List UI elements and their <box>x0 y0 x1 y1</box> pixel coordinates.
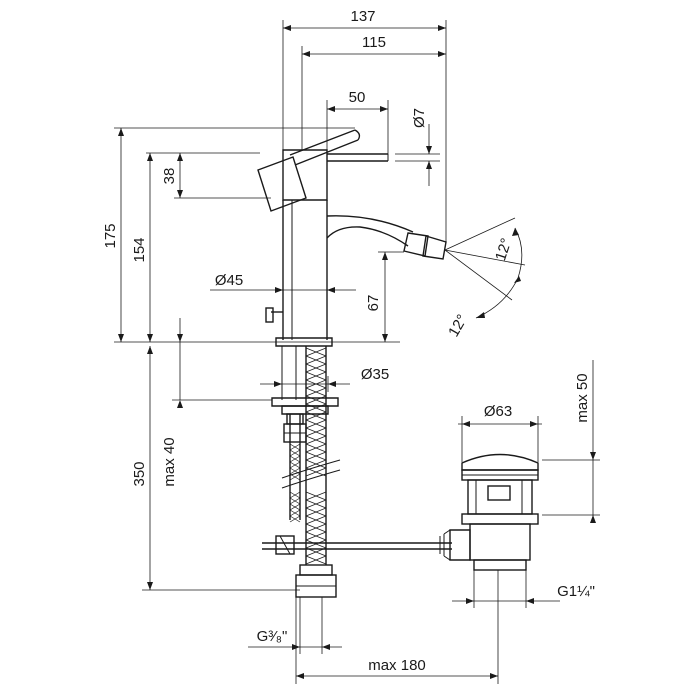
dim-38: 38 <box>161 168 178 185</box>
braid-stroke <box>305 371 327 381</box>
braid-stroke <box>305 443 327 453</box>
lever-cartridge <box>257 129 389 212</box>
braid-stroke <box>305 531 327 541</box>
braid-stroke <box>305 523 327 533</box>
braid-stroke <box>289 509 301 517</box>
angle-upper: 12° <box>492 236 515 263</box>
braid-stroke <box>305 507 327 517</box>
spray-angle <box>444 217 526 319</box>
dim-max-180: max 180 <box>368 657 426 674</box>
dim-max-40: max 40 <box>161 437 178 486</box>
braid-stroke <box>305 451 327 461</box>
angle-lower: 12° <box>445 312 471 340</box>
braid-stroke <box>305 355 327 365</box>
dim-g38: G³⁄₈" <box>257 628 288 645</box>
braid-stroke <box>305 515 327 525</box>
braid-stroke <box>305 555 327 565</box>
dim-137: 137 <box>350 8 375 25</box>
braid-stroke <box>289 455 301 463</box>
braid-stroke <box>305 411 327 421</box>
braid-stroke <box>305 427 327 437</box>
braid-stroke <box>289 515 301 523</box>
braid-stroke <box>289 443 301 451</box>
hose-braid <box>289 347 327 565</box>
braid-stroke <box>305 363 327 373</box>
braid-stroke <box>305 459 327 469</box>
braid-stroke <box>305 419 327 429</box>
braid-stroke <box>305 499 327 509</box>
dim-dia-35: Ø35 <box>361 366 389 383</box>
braid-stroke <box>289 461 301 469</box>
braid-stroke <box>289 473 301 481</box>
braid-stroke <box>289 491 301 499</box>
hoses <box>262 346 452 598</box>
braid-stroke <box>305 395 327 405</box>
braid-stroke <box>305 491 327 501</box>
dim-350: 350 <box>131 461 148 486</box>
braid-stroke <box>289 503 301 511</box>
dim-154: 154 <box>131 237 148 262</box>
faucet-body <box>265 149 333 347</box>
braid-stroke <box>289 449 301 457</box>
dim-g114: G1¼" <box>557 583 595 600</box>
dim-175: 175 <box>102 223 119 248</box>
braid-stroke <box>305 403 327 413</box>
braid-stroke <box>305 347 327 357</box>
dim-dia-45: Ø45 <box>215 272 243 289</box>
dim-67: 67 <box>365 295 382 312</box>
braid-stroke <box>289 467 301 475</box>
braid-stroke <box>305 387 327 397</box>
spout <box>326 215 447 260</box>
waste-assembly <box>439 453 539 571</box>
braid-stroke <box>289 497 301 505</box>
dim-50: 50 <box>349 89 366 106</box>
dimension-arrows <box>118 25 596 679</box>
braid-stroke <box>305 547 327 557</box>
dim-dia-7: Ø7 <box>411 108 428 128</box>
dimension-lines <box>114 20 600 684</box>
dim-115: 115 <box>362 34 386 51</box>
dim-dia-63: Ø63 <box>484 403 512 420</box>
dim-max-50: max 50 <box>574 373 591 422</box>
braid-stroke <box>305 467 327 477</box>
braid-stroke <box>305 539 327 549</box>
braid-stroke <box>305 435 327 445</box>
